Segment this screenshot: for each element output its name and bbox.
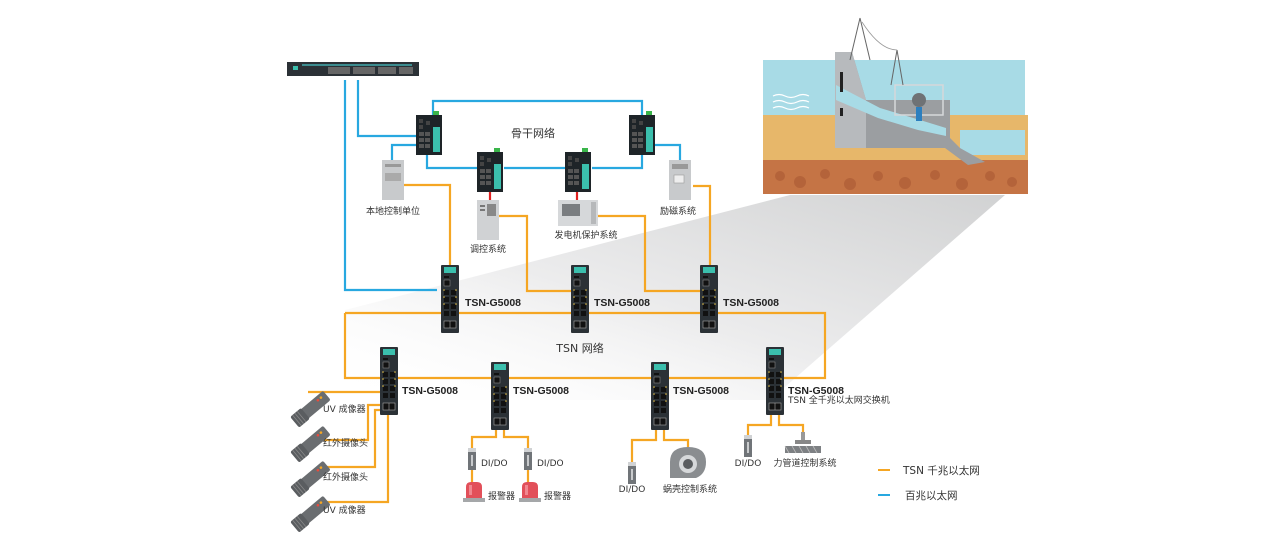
fast-ethernet-links <box>343 80 682 292</box>
backbone-switch <box>416 111 442 155</box>
switch-model-label: TSN-G5008 <box>513 385 569 397</box>
tsn-switch <box>699 264 719 334</box>
legend-label: TSN 千兆以太网 <box>902 464 980 477</box>
switch-model-label: TSN-G5008 <box>465 297 521 309</box>
camera-label: UV 成像器 <box>323 504 366 516</box>
legend: TSN 千兆以太网 百兆以太网 <box>878 464 980 502</box>
camera-label: 红外摄像头 <box>323 471 368 483</box>
tsn-switch <box>440 264 460 334</box>
backbone-switch <box>629 111 655 155</box>
backbone-switch <box>477 148 503 192</box>
pipeline-control-label: 力管道控制系统 <box>773 457 836 469</box>
backbone-device-label: 发电机保护系统 <box>554 229 617 241</box>
alarm-icon <box>463 482 485 502</box>
switch-model-label: TSN-G5008 <box>723 297 779 309</box>
backbone-device-label: 本地控制单位 <box>366 205 420 217</box>
hydropower-dam-illustration <box>763 17 1028 194</box>
dido-label: DI/DO <box>537 459 564 469</box>
dido-module-icon <box>628 462 636 484</box>
switch-model-label: TSN-G5008 <box>594 297 650 309</box>
local-control-cabinet-icon <box>382 160 404 200</box>
backbone-switch <box>565 148 591 192</box>
dido-label: DI/DO <box>735 459 762 469</box>
alarm-label: 报警器 <box>488 490 515 502</box>
pipeline-pressure-icon <box>784 432 821 454</box>
tsn-switch <box>379 346 399 416</box>
camera-label: 红外摄像头 <box>323 437 368 449</box>
excitation-system-cabinet-icon <box>669 160 691 200</box>
switch-subtitle-label: TSN 全千兆以太网交换机 <box>787 394 890 406</box>
generator-protection-panel-icon <box>558 200 598 226</box>
legend-label: 百兆以太网 <box>905 489 958 502</box>
dido-module-icon <box>744 435 752 457</box>
rack-switch <box>287 62 419 76</box>
tsn-switch <box>570 264 590 334</box>
tsn-gigabit-links <box>308 183 827 504</box>
regulation-system-cabinet-icon <box>477 200 499 240</box>
tsn-switch <box>765 346 785 416</box>
alarm-icon <box>519 482 541 502</box>
backbone-device-label: 励磁系统 <box>660 205 696 217</box>
dido-label: DI/DO <box>619 485 646 495</box>
volute-control-label: 蜗壳控制系统 <box>663 483 717 495</box>
projection-shadow <box>345 195 1005 400</box>
dido-module-icon <box>524 448 532 470</box>
dido-label: DI/DO <box>481 459 508 469</box>
alarm-label: 报警器 <box>544 490 571 502</box>
switch-model-label: TSN-G5008 <box>673 385 729 397</box>
dido-module-icon <box>468 448 476 470</box>
volute-casing-icon <box>670 447 706 478</box>
backbone-network-label: 骨干网络 <box>511 126 555 140</box>
switch-model-label: TSN-G5008 <box>402 385 458 397</box>
switch-model-label: TSN-G5008 <box>788 385 844 397</box>
tsn-switch <box>650 361 670 431</box>
backbone-device-label: 调控系统 <box>470 243 506 255</box>
tsn-switch <box>490 361 510 431</box>
tsn-network-label: TSN 网络 <box>555 341 603 355</box>
camera-label: UV 成像器 <box>323 403 366 415</box>
